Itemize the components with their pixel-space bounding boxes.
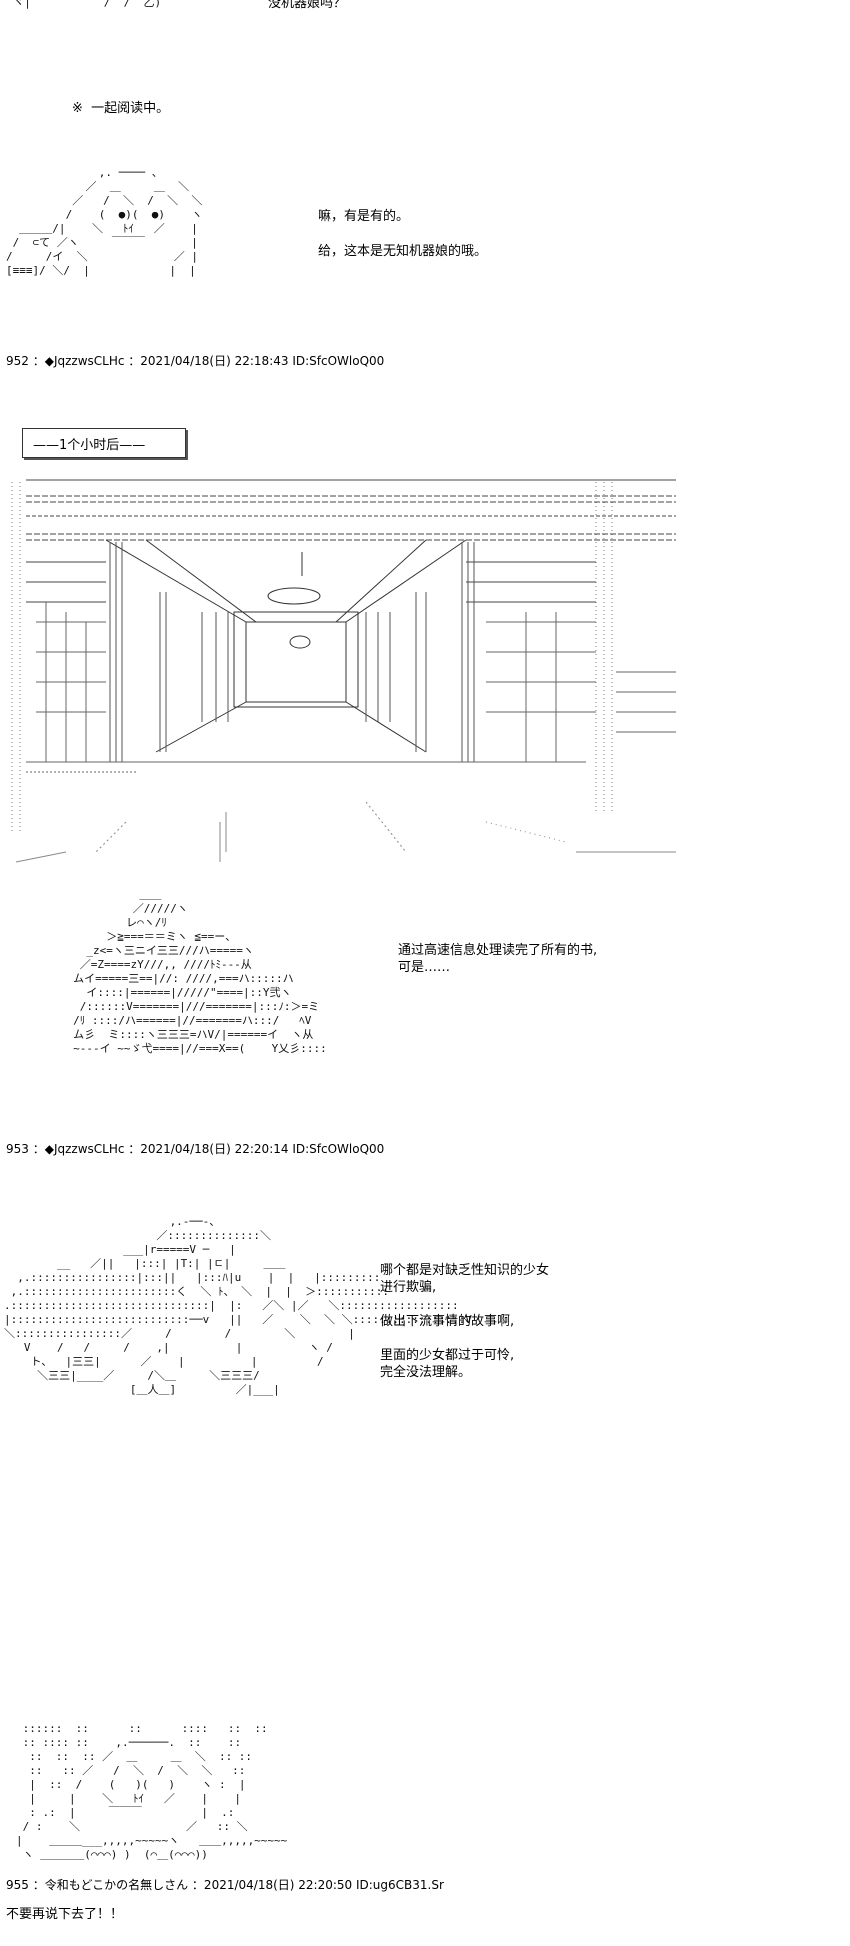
- post-955-header: 955 ：令和もどこかの名無しさん ：2021/04/18(日) 22:20:5…: [6, 1878, 444, 1892]
- time-skip-label: ——1个小时后——: [33, 438, 146, 453]
- post-952-header: 952 ：◆JqzzwsCLHc ：2021/04/18(日) 22:18:43…: [6, 354, 385, 368]
- robot-collapsed-aa: :::::: :: :: :::: :: :: :: :::: :: ,.───…: [16, 1722, 288, 1861]
- robot-giving-book-aa: ,. ──── 、 ／ ＿ ＿ ＼ ／ / ＼ / ＼ ＼ / ( ●)( ●)…: [6, 166, 203, 277]
- panel3-line-7: 完全没法理解。: [380, 1365, 472, 1380]
- panel3-line-2: 进行欺骗,: [380, 1280, 437, 1295]
- panel1-line-1: 嘛，有是有的。: [318, 209, 410, 224]
- top-fragment-text: 没机器娘吗？: [268, 0, 347, 11]
- hallway-scene-art: [6, 472, 682, 870]
- post-955-body: 不要再说下去了！！: [6, 1907, 124, 1922]
- time-skip-banner: ——1个小时后——: [22, 428, 186, 458]
- panel3-line-1: 哪个都是对缺乏性知识的少女: [380, 1263, 550, 1278]
- top-fragment-aa: ヾ| / / 乙): [0, 0, 274, 9]
- panel3-line-6: 里面的少女都过于可怜,: [380, 1348, 515, 1363]
- hallway-scene-svg: [11, 479, 676, 863]
- panel2-line-1: 通过高速信息处理读完了所有的书,: [398, 943, 598, 958]
- post-953-header: 953 ：◆JqzzwsCLHc ：2021/04/18(日) 22:20:14…: [6, 1142, 385, 1156]
- reading-note: ※ 一起阅读中。: [72, 101, 170, 116]
- panel2-line-2: 可是……: [398, 960, 451, 975]
- panel3-line-4: 做出下流事情的故事啊,: [380, 1314, 515, 1329]
- panel1-line-2: 给，这本是无知机器娘的哦。: [318, 244, 488, 259]
- robot-thinking-aa: ,.-──-、 ／::::::::::::::＼ ___|r=====V ─ |…: [4, 1215, 472, 1396]
- robot-reading-aa: ＿＿ ／/////ヽ レ⌒ヽ/ﾘ ＞≧===＝＝ミヽ ≦==ー、 _z<=ヽ三ニ…: [73, 888, 327, 1055]
